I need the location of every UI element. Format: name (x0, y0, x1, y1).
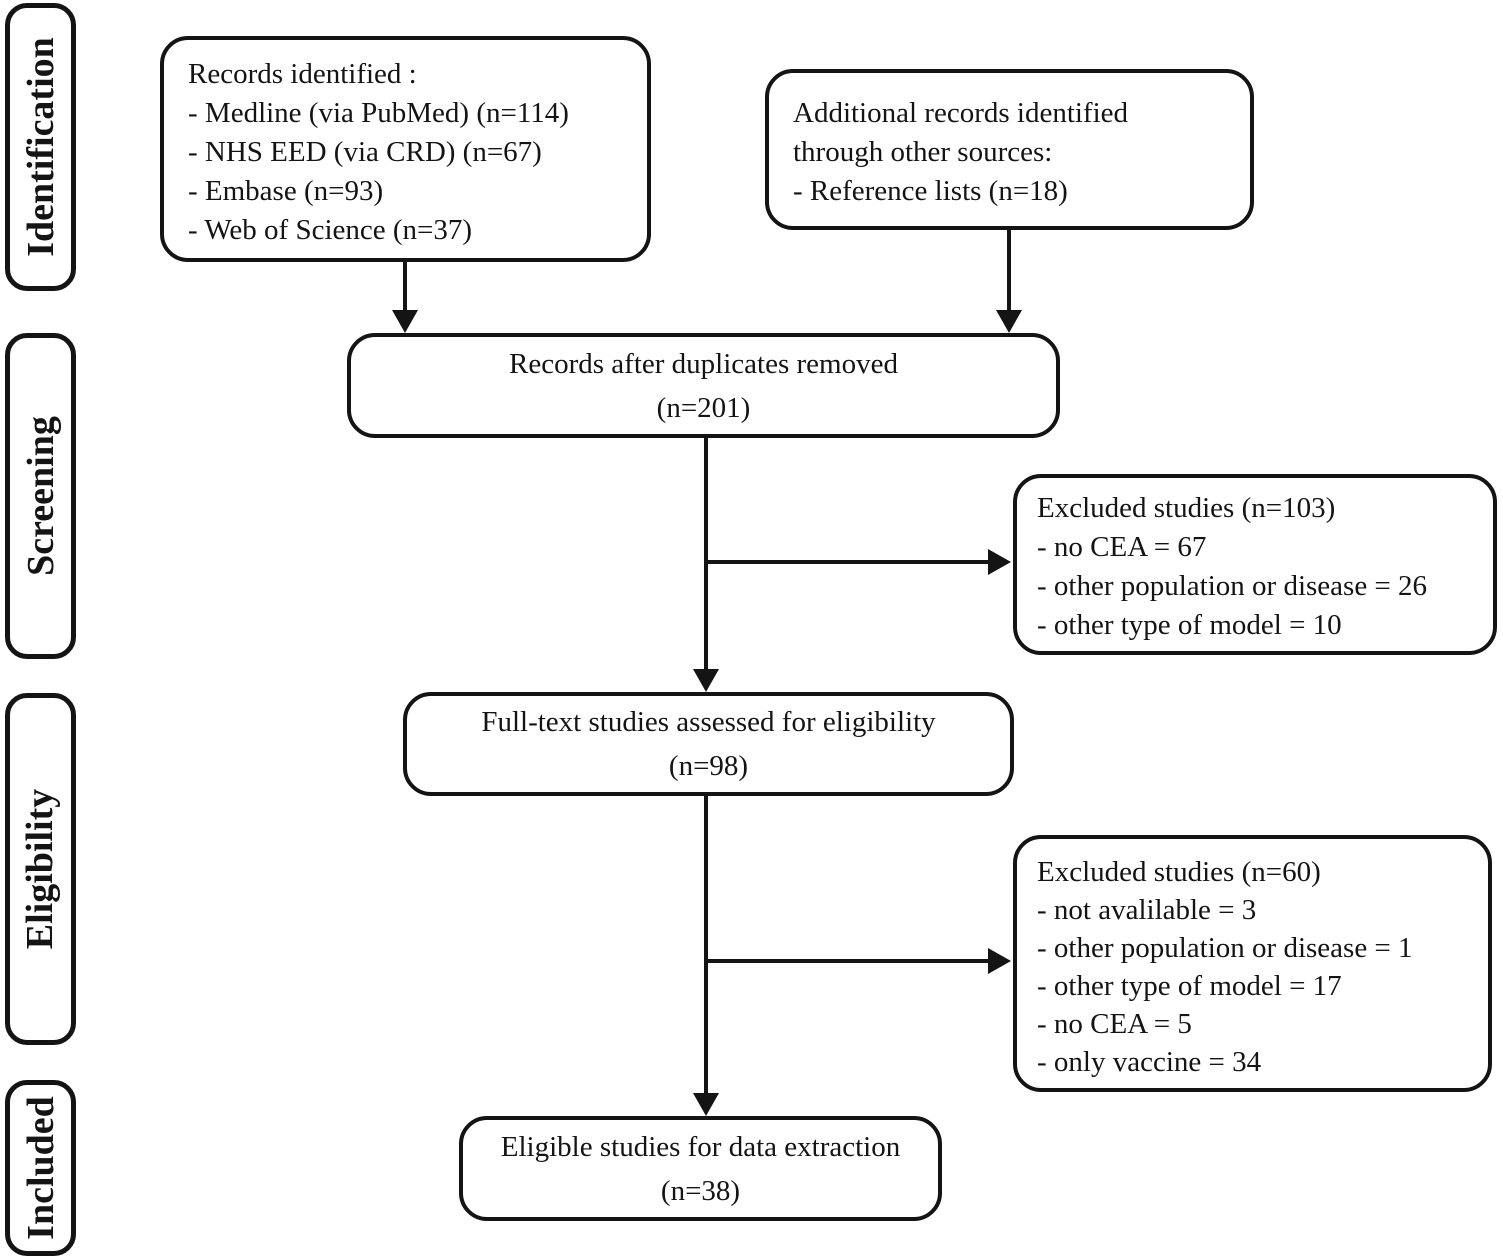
connector-eligibility-excluded-line (706, 959, 990, 963)
text-line: - other population or disease = 1 (1037, 932, 1413, 964)
text-line: - Reference lists (n=18) (793, 175, 1068, 207)
connector-fulltext-to-eligible-arrowhead (693, 1093, 719, 1116)
text-line: - other population or disease = 26 (1037, 570, 1428, 602)
box-records-after-duplicates: Records after duplicates removed (n=201) (347, 333, 1060, 438)
text-line: - NHS EED (via CRD) (n=67) (188, 136, 542, 168)
text-line: Full-text studies assessed for eligibili… (481, 706, 936, 738)
text-line: (n=201) (656, 391, 751, 424)
stage-included: Included (5, 1080, 76, 1256)
text-line: through other sources: (793, 136, 1053, 168)
connector-screening-excluded-line (706, 560, 990, 564)
text-line: Excluded studies (n=60) (1037, 856, 1321, 888)
stage-screening-label: Screening (19, 416, 62, 576)
box-excluded-screening: Excluded studies (n=103) - no CEA = 67 -… (1013, 474, 1497, 655)
stage-included-label: Included (19, 1096, 62, 1240)
connector-identified-to-deduped-line (403, 260, 407, 313)
text-line: - Medline (via PubMed) (n=114) (188, 97, 569, 129)
box-additional-records: Additional records identified through ot… (765, 69, 1254, 230)
text-line: - no CEA = 67 (1037, 531, 1207, 563)
text-line: Excluded studies (n=103) (1037, 492, 1336, 524)
connector-eligibility-excluded-arrowhead (988, 948, 1011, 974)
stage-identification-label: Identification (19, 37, 62, 257)
text-line: (n=38) (660, 1174, 741, 1207)
stage-eligibility: Eligibility (5, 693, 76, 1045)
text-line: - other type of model = 17 (1037, 970, 1342, 1002)
connector-deduped-to-fulltext-arrowhead (693, 669, 719, 692)
connector-additional-to-deduped-line (1007, 228, 1011, 313)
text-line: Eligible studies for data extraction (500, 1130, 901, 1163)
text-line: Additional records identified (793, 97, 1129, 129)
stage-screening: Screening (5, 333, 76, 659)
text-line: - only vaccine = 34 (1037, 1046, 1262, 1078)
box-excluded-eligibility: Excluded studies (n=60) - not avalilable… (1013, 835, 1492, 1092)
text-line: Records identified : (188, 58, 417, 90)
text-line: (n=98) (668, 750, 749, 782)
connector-additional-to-deduped-arrowhead (996, 310, 1022, 333)
box-records-identified: Records identified : - Medline (via PubM… (160, 36, 651, 262)
text-line: - not avalilable = 3 (1037, 894, 1257, 926)
stage-identification: Identification (5, 3, 76, 291)
connector-deduped-to-fulltext-line (704, 436, 708, 672)
connector-fulltext-to-eligible-line (704, 795, 708, 1095)
connector-identified-to-deduped-arrowhead (392, 310, 418, 333)
text-line: - other type of model = 10 (1037, 609, 1342, 641)
stage-eligibility-label: Eligibility (19, 788, 62, 950)
box-fulltext-assessed: Full-text studies assessed for eligibili… (403, 692, 1014, 796)
text-line: - Web of Science (n=37) (188, 214, 473, 246)
text-line: - no CEA = 5 (1037, 1008, 1192, 1040)
box-eligible-extraction: Eligible studies for data extraction (n=… (459, 1116, 942, 1221)
text-line: - Embase (n=93) (188, 175, 384, 207)
connector-screening-excluded-arrowhead (988, 549, 1011, 575)
text-line: Records after duplicates removed (509, 347, 898, 380)
